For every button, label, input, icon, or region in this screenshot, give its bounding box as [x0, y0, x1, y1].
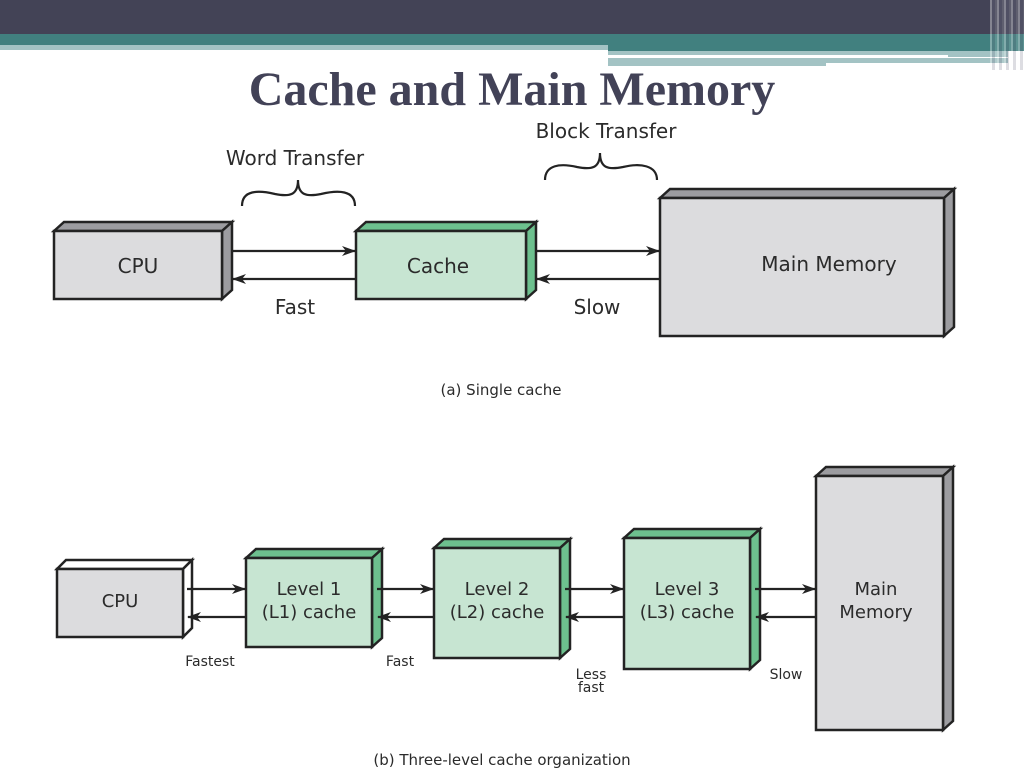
speed-label-fast-b: Fast: [386, 654, 415, 670]
header-light-band-right: [608, 51, 1008, 57]
main-memory-label: Main Memory: [761, 252, 897, 276]
header-dark-band: [0, 0, 1024, 34]
cache-box: Cache: [352, 219, 540, 302]
l2-label-line2: (L2) cache: [450, 602, 545, 623]
header-white-line: [608, 55, 948, 58]
cpu-box: CPU: [50, 219, 236, 302]
speed-label-fast: Fast: [275, 295, 315, 319]
cpu-label-b: CPU: [102, 591, 139, 612]
speed-label-slow: Slow: [574, 295, 621, 319]
l1-label-line2: (L1) cache: [262, 602, 357, 623]
header-stripes: [990, 0, 1024, 70]
cpu-label: CPU: [118, 254, 159, 278]
diagram-a: Word Transfer Block Transfer CPU Cache M…: [50, 119, 958, 399]
l1-label-line1: Level 1: [277, 579, 342, 600]
word-transfer-brace: [240, 179, 357, 207]
cpu-box-b: CPU: [53, 556, 196, 641]
header-teal-band-right: [608, 45, 1024, 51]
cache-label: Cache: [407, 254, 469, 278]
caption-three-level: (b) Three-level cache organization: [373, 751, 630, 768]
word-transfer-label: Word Transfer: [226, 146, 365, 170]
l1-cache-box: Level 1 (L1) cache: [242, 546, 386, 650]
main-memory-label-line1: Main: [855, 579, 898, 600]
header-white-notch: [826, 63, 1016, 67]
caption-single-cache: (a) Single cache: [441, 381, 562, 399]
speed-label-fastest: Fastest: [185, 654, 235, 670]
speed-label-less-fast: fast: [578, 680, 605, 696]
speed-label-slow-b: Slow: [770, 667, 803, 683]
speed-label-less: Less: [576, 667, 607, 683]
block-transfer-label: Block Transfer: [536, 119, 678, 143]
block-transfer-brace: [543, 152, 659, 181]
header-light-band-left: [0, 45, 608, 50]
main-memory-box: Main Memory: [656, 186, 958, 339]
header-light-band-right-lower: [608, 58, 1008, 66]
l2-label-line1: Level 2: [465, 579, 530, 600]
l3-cache-box: Level 3 (L3) cache: [620, 526, 764, 672]
main-memory-label-line2: Memory: [839, 602, 913, 623]
l3-label-line2: (L3) cache: [640, 602, 735, 623]
main-memory-box-b: Main Memory: [812, 464, 957, 733]
slide-title: Cache and Main Memory: [248, 63, 776, 116]
header-teal-band: [0, 34, 1024, 45]
l2-cache-box: Level 2 (L2) cache: [430, 536, 574, 661]
diagram-b: CPU Level 1 (L1) cache Level 2 (L2) cach…: [53, 464, 957, 768]
l3-label-line1: Level 3: [655, 579, 720, 600]
